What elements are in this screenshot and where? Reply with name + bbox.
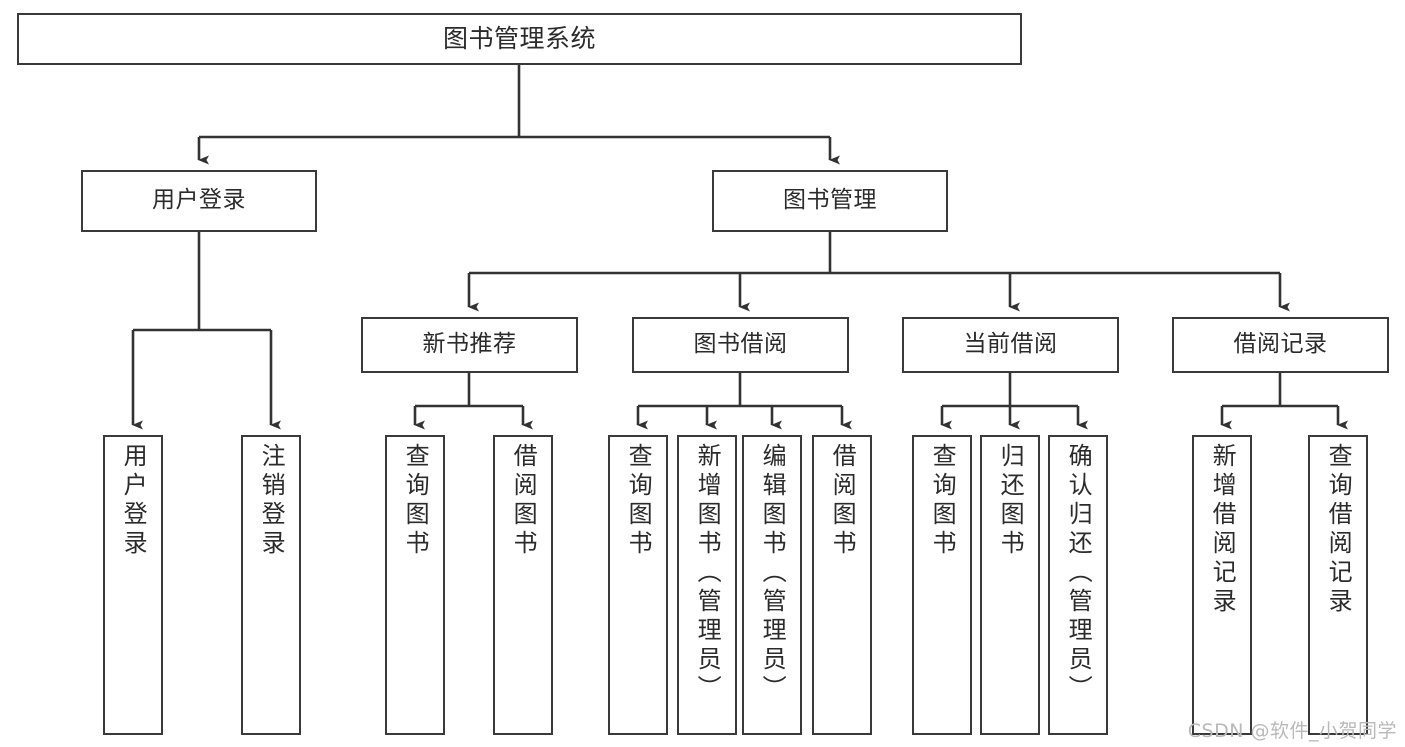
node-label: 查询图书: [928, 443, 957, 559]
leaf-node-user-login[interactable]: 用户登录: [103, 435, 163, 735]
node-label: 查询图书: [624, 443, 653, 559]
node-new-book-recommendation[interactable]: 新书推荐: [361, 317, 578, 373]
node-label: 图书借阅: [693, 331, 788, 358]
leaf-node-logout[interactable]: 注销登录: [241, 435, 301, 735]
node-label: 归还图书: [996, 443, 1025, 559]
leaf-node-query-book-current[interactable]: 查询图书: [912, 435, 972, 735]
node-label: 当前借阅: [963, 331, 1058, 358]
node-book-management[interactable]: 图书管理: [712, 170, 948, 232]
node-current-borrow[interactable]: 当前借阅: [902, 317, 1119, 373]
node-label: 借阅记录: [1233, 331, 1328, 358]
node-book-management-system[interactable]: 图书管理系统: [17, 13, 1022, 65]
node-label: 确认归还（管理员）: [1064, 443, 1093, 704]
node-book-borrow[interactable]: 图书借阅: [632, 317, 849, 373]
leaf-node-borrow-book[interactable]: 借阅图书: [812, 435, 872, 735]
node-label: 新书推荐: [422, 331, 517, 358]
node-user-login[interactable]: 用户登录: [81, 170, 317, 232]
csdn-watermark: CSDN @软件_小贺同学: [1187, 720, 1397, 742]
leaf-node-add-borrow-record[interactable]: 新增借阅记录: [1192, 435, 1252, 735]
node-label: 新增图书（管理员）: [693, 443, 722, 704]
node-label: 新增借阅记录: [1208, 443, 1237, 617]
node-label: 查询图书: [401, 443, 430, 559]
node-label: 借阅图书: [828, 443, 857, 559]
node-label: 注销登录: [257, 443, 286, 559]
leaf-node-query-borrow-record[interactable]: 查询借阅记录: [1308, 435, 1368, 735]
leaf-node-query-book-borrow[interactable]: 查询图书: [608, 435, 668, 735]
node-label: 用户登录: [119, 443, 148, 559]
node-label: 借阅图书: [509, 443, 538, 559]
node-label: 图书管理系统: [442, 24, 596, 54]
leaf-node-add-book-admin[interactable]: 新增图书（管理员）: [677, 435, 737, 735]
leaf-node-query-book-recommend[interactable]: 查询图书: [385, 435, 445, 735]
node-label: 编辑图书（管理员）: [758, 443, 787, 704]
node-label: 图书管理: [783, 187, 877, 214]
node-label: 查询借阅记录: [1324, 443, 1353, 617]
node-label: 用户登录: [152, 187, 246, 214]
leaf-node-edit-book-admin[interactable]: 编辑图书（管理员）: [742, 435, 802, 735]
node-borrow-record[interactable]: 借阅记录: [1172, 317, 1389, 373]
leaf-node-return-book[interactable]: 归还图书: [980, 435, 1040, 735]
leaf-node-borrow-book-recommend[interactable]: 借阅图书: [493, 435, 553, 735]
leaf-node-confirm-return-admin[interactable]: 确认归还（管理员）: [1048, 435, 1108, 735]
